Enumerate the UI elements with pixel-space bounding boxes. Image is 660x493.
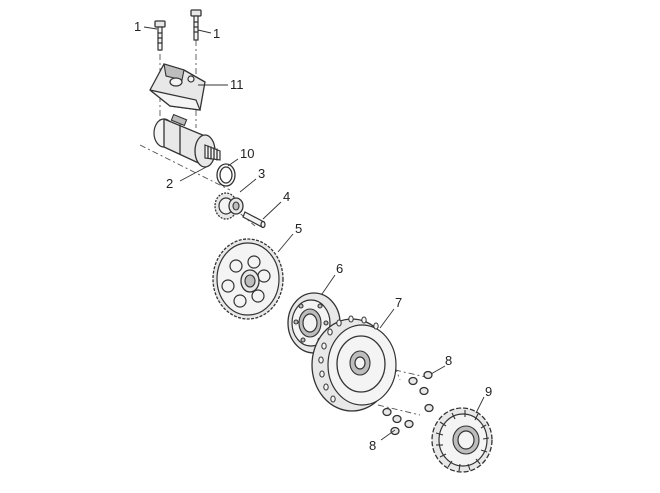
callout-starter-motor: 2 (166, 176, 173, 191)
callout-idle-gear: 3 (258, 166, 265, 181)
callout-o-ring: 10 (240, 146, 254, 161)
callout-labels: 1 1 2 3 4 5 6 7 8 8 9 10 11 (134, 19, 492, 453)
one-way-clutch-part (287, 292, 341, 354)
starter-driven-gear-part (212, 238, 284, 320)
callout-leaders (143, 26, 485, 441)
screws-upper-part (408, 370, 434, 413)
idle-gear-part (214, 192, 244, 220)
bolt-right-part (190, 9, 202, 41)
o-ring-part (216, 163, 236, 187)
callout-bolt-left: 1 (134, 19, 141, 34)
starter-motor-part (153, 113, 221, 168)
screws-lower-part (382, 407, 414, 436)
bracket-part (149, 63, 206, 111)
callout-flywheel-rotor: 7 (395, 295, 402, 310)
callout-stator: 9 (485, 384, 492, 399)
bolt-left-part (154, 20, 166, 51)
stator-part (431, 407, 493, 473)
callout-starter-driven-gear: 5 (295, 221, 302, 236)
callout-screws-lower: 8 (369, 438, 376, 453)
callout-bracket: 11 (230, 77, 244, 92)
flywheel-rotor-part (311, 315, 397, 412)
callout-shaft: 4 (283, 189, 290, 204)
callout-screws-upper: 8 (445, 353, 452, 368)
callout-bolt-right: 1 (213, 26, 220, 41)
callout-one-way-clutch: 6 (336, 261, 343, 276)
shaft-part (242, 211, 266, 229)
